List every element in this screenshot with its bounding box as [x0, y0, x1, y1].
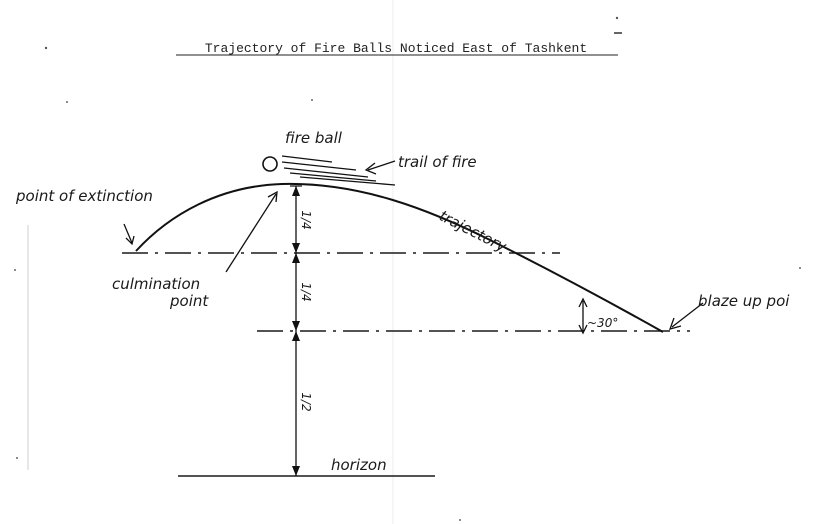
trajectory-label: trajectory [436, 207, 510, 257]
speck [66, 101, 68, 103]
measure-arrowheads [292, 186, 300, 476]
fraction-upper-label: 1/4 [299, 210, 313, 229]
page-title: Trajectory of Fire Balls Noticed East of… [205, 41, 587, 56]
fraction-lower-label: 1/2 [299, 392, 313, 411]
culmination-label-line1: culmination [112, 275, 200, 293]
fraction-middle-label: 1/4 [299, 282, 313, 301]
culmination-label-line2: point [169, 292, 209, 310]
trail-of-fire-lines [281, 155, 396, 186]
trail-of-fire-label: trail of fire [398, 153, 477, 171]
fire-ball-label: fire ball [285, 129, 343, 147]
point-of-extinction-label: point of extinction [15, 187, 153, 205]
speck [16, 457, 18, 459]
speck [14, 269, 16, 271]
trajectory-curve [135, 182, 664, 333]
speck [459, 519, 461, 521]
speck [44, 46, 48, 50]
speck [615, 16, 619, 20]
horizon-label: horizon [331, 456, 387, 474]
speck [799, 267, 801, 269]
speck [311, 99, 313, 101]
blaze-up-label: blaze up poi [698, 292, 790, 310]
angle-label: ~30° [587, 316, 618, 330]
pointer-arrows [123, 160, 704, 335]
fire-ball-icon [262, 156, 278, 172]
